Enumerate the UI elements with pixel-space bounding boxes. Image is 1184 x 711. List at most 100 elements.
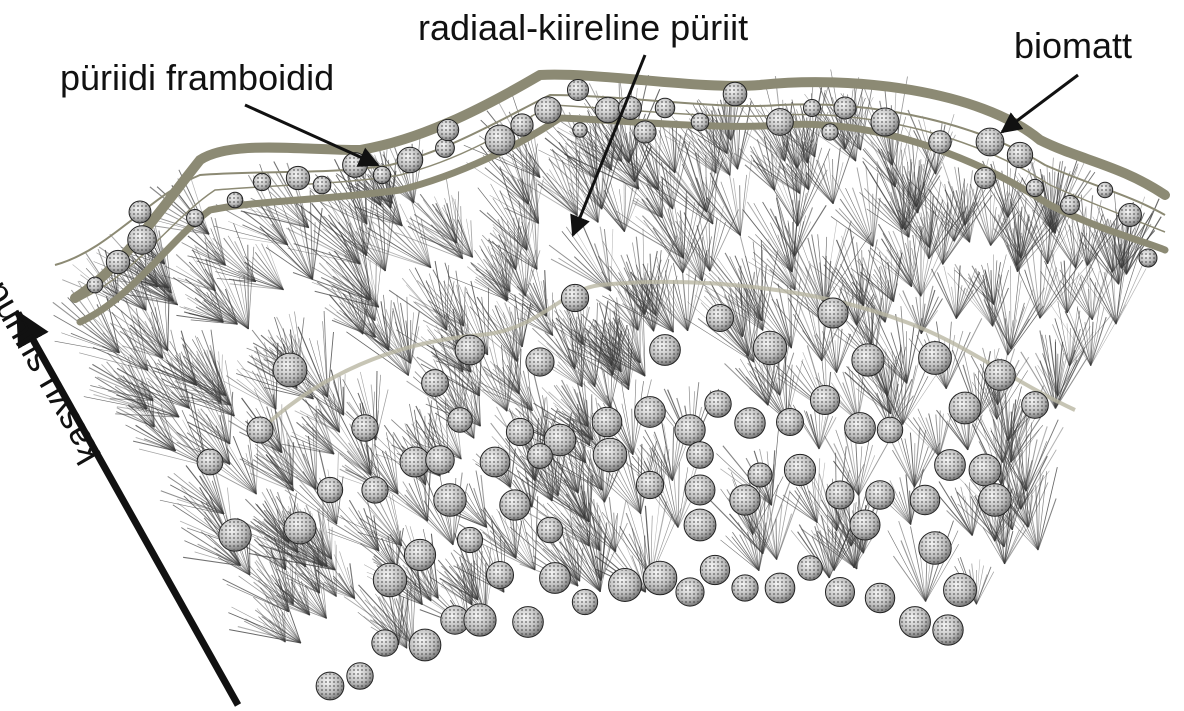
framboid-icon (422, 370, 449, 397)
framboid-icon (700, 555, 729, 584)
framboid-icon (684, 509, 716, 541)
framboid-icon (919, 342, 952, 375)
framboid-icon (592, 407, 622, 437)
framboid-icon (706, 304, 733, 331)
framboid-icon (593, 438, 627, 472)
framboid-icon (636, 471, 663, 498)
framboid-icon (286, 166, 309, 189)
framboid-icon (448, 408, 472, 432)
framboid-icon (685, 475, 715, 505)
framboid-icon (526, 348, 554, 376)
crystal-fan-icon (549, 216, 613, 291)
framboid-icon (409, 629, 441, 661)
framboid-icon (834, 97, 856, 119)
framboid-icon (500, 490, 530, 520)
framboid-icon (985, 360, 1016, 391)
framboid-icon (705, 391, 731, 417)
framboid-icon (784, 454, 815, 485)
framboid-icon (87, 277, 103, 293)
framboid-icon (227, 192, 243, 208)
framboid-icon (347, 663, 373, 689)
framboid-icon (1026, 179, 1043, 196)
framboid-icon (1139, 249, 1157, 267)
arrow-biomat (1002, 75, 1078, 132)
framboid-icon (595, 97, 621, 123)
framboid-icon (455, 335, 485, 365)
framboid-icon (687, 442, 714, 469)
framboid-icon (362, 477, 388, 503)
framboid-icon (735, 408, 765, 438)
label-biomat: biomatt (1014, 25, 1132, 66)
framboid-icon (511, 114, 533, 136)
framboid-icon (935, 450, 966, 481)
framboid-icon (944, 574, 977, 607)
framboid-icon (572, 589, 597, 614)
framboid-icon (273, 353, 307, 387)
framboid-icon (129, 201, 151, 223)
framboid-icon (732, 575, 758, 601)
framboid-icon (573, 123, 587, 137)
framboid-icon (464, 604, 496, 636)
framboid-icon (397, 147, 422, 172)
framboid-icon (810, 385, 839, 414)
framboid-icon (803, 99, 820, 116)
framboid-icon (284, 512, 316, 544)
framboid-icon (765, 573, 795, 603)
framboid-icon (372, 630, 398, 656)
label-growth-direction: kasvu suund (0, 276, 109, 472)
framboid-icon (826, 481, 854, 509)
framboid-icon (852, 344, 884, 376)
framboid-icon (537, 517, 563, 543)
framboid-icon (373, 563, 406, 596)
framboid-icon (540, 563, 571, 594)
framboid-icon (850, 510, 880, 540)
framboid-icon (871, 108, 899, 136)
framboid-icon (1061, 196, 1080, 215)
framboid-icon (373, 166, 390, 183)
framboid-icon (723, 82, 747, 106)
framboid-icon (128, 226, 156, 254)
framboid-icon (253, 173, 270, 190)
framboid-icon (753, 331, 786, 364)
framboid-icon (933, 615, 963, 645)
framboid-icon (1119, 204, 1142, 227)
arrow-framboids (245, 105, 378, 165)
framboid-icon (197, 449, 223, 475)
framboid-icon (1097, 182, 1112, 197)
framboid-icon (567, 79, 588, 100)
framboid-icon (730, 485, 760, 515)
framboid-icon (845, 413, 876, 444)
framboid-icon (343, 153, 368, 178)
label-radial-pyrite: radiaal-kiireline püriit (418, 7, 748, 48)
framboid-icon (866, 481, 894, 509)
framboid-icon (650, 335, 681, 366)
framboid-icon (528, 444, 553, 469)
framboid-icon (535, 97, 561, 123)
framboid-icon (822, 124, 838, 140)
framboid-icon (748, 463, 772, 487)
framboid-icon (949, 392, 981, 424)
framboid-icon (561, 284, 588, 311)
framboid-icon (436, 139, 455, 158)
framboid-icon (865, 583, 894, 612)
framboid-icon (900, 607, 931, 638)
framboid-icon (767, 109, 794, 136)
framboid-icon (691, 113, 709, 131)
framboid-icon (979, 484, 1012, 517)
framboid-icon (313, 176, 331, 194)
framboid-icon (634, 121, 656, 143)
framboid-icon (655, 98, 674, 117)
framboid-icon (818, 298, 848, 328)
framboid-icon (457, 527, 482, 552)
framboid-icon (247, 417, 273, 443)
framboid-icon (1007, 142, 1032, 167)
framboid-icon (777, 409, 804, 436)
framboid-icon (404, 539, 435, 570)
framboid-icon (317, 477, 342, 502)
framboid-icon (929, 131, 951, 153)
framboid-icon (975, 168, 996, 189)
framboid-icon (316, 672, 344, 700)
framboid-icon (426, 446, 455, 475)
framboid-icon (434, 484, 466, 516)
